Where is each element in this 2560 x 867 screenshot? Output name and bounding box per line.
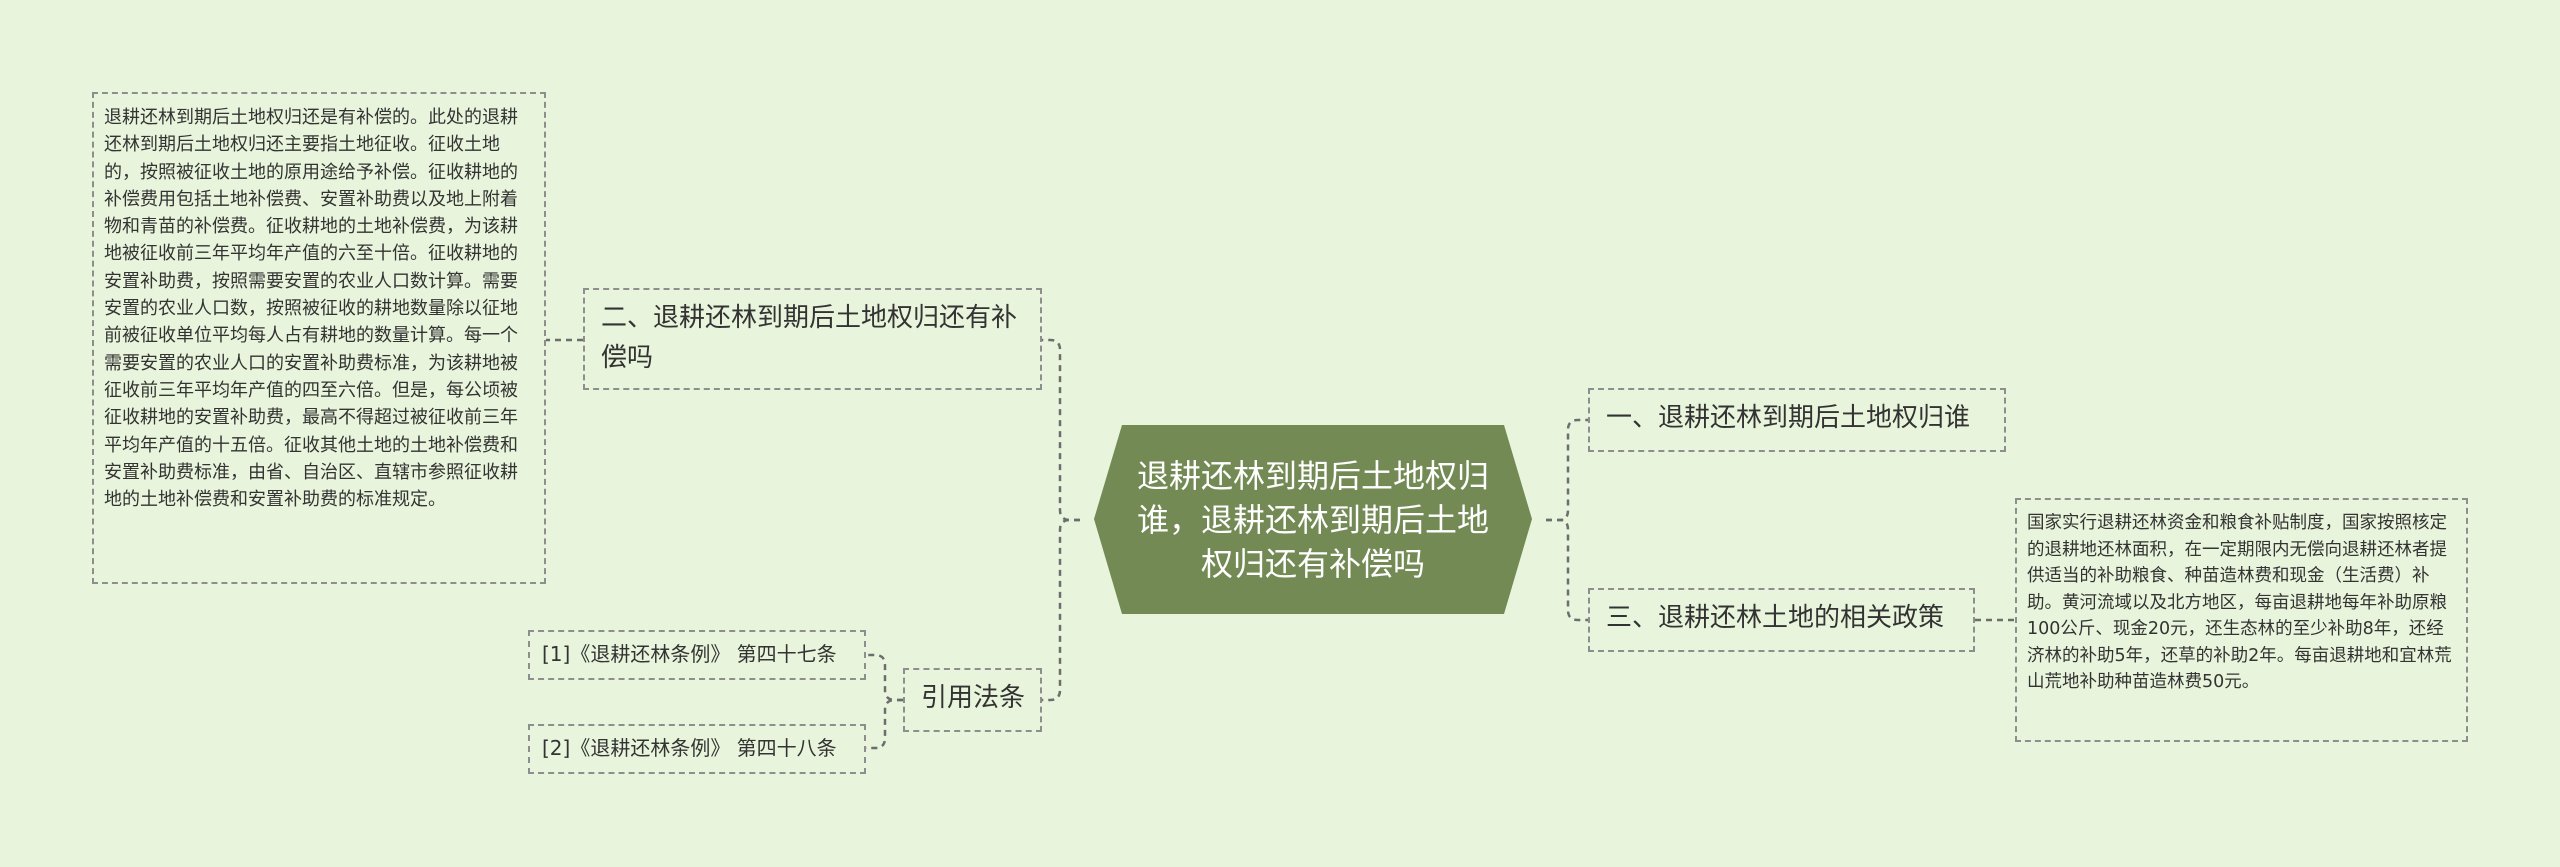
link-root-right-2 [1546,518,1588,622]
root-title: 退耕还林到期后土地权归谁，退耕还林到期后土地权归还有补偿吗 [1136,456,1489,583]
link-root-left-2 [1042,518,1080,702]
root-node[interactable]: 退耕还林到期后土地权归谁，退耕还林到期后土地权归还有补偿吗 [1080,425,1546,614]
detail-text: 国家实行退耕还林资金和粮食补贴制度，国家按照核定的退耕地还林面积，在一定期限内无… [2027,513,2452,692]
ref-text: [2]《退耕还林条例》 第四十八条 [542,736,837,760]
root-shape [1094,425,1532,614]
branch-cited-laws[interactable]: 引用法条 [903,668,1042,732]
link-left-2-refs [866,653,903,702]
detail-policy-text[interactable]: 国家实行退耕还林资金和粮食补贴制度，国家按照核定的退耕地还林面积，在一定期限内无… [2015,498,2468,742]
branch-related-policies[interactable]: 三、退耕还林土地的相关政策 [1588,588,1975,652]
link-left-2-refs-b [866,698,903,750]
branch-land-rights-owner[interactable]: 一、退耕还林到期后土地权归谁 [1588,388,2006,452]
branch-compensation[interactable]: 二、退耕还林到期后土地权归还有补偿吗 [583,288,1042,390]
branch-label: 一、退耕还林到期后土地权归谁 [1606,403,1971,433]
ref-text: [1]《退耕还林条例》 第四十七条 [542,642,837,666]
detail-compensation-text[interactable]: 退耕还林到期后土地权归还是有补偿的。此处的退耕还林到期后土地权归还主要指土地征收… [92,92,546,584]
branch-label: 三、退耕还林土地的相关政策 [1606,603,1945,633]
law-reference-47[interactable]: [1]《退耕还林条例》 第四十七条 [528,630,866,680]
branch-label: 引用法条 [921,683,1026,713]
branch-label: 二、退耕还林到期后土地权归还有补偿吗 [601,303,1018,373]
law-reference-48[interactable]: [2]《退耕还林条例》 第四十八条 [528,724,866,774]
link-root-right-1 [1546,418,1588,522]
link-root-left-1 [1042,338,1080,522]
detail-text: 退耕还林到期后土地权归还是有补偿的。此处的退耕还林到期后土地权归还主要指土地征收… [104,107,518,511]
